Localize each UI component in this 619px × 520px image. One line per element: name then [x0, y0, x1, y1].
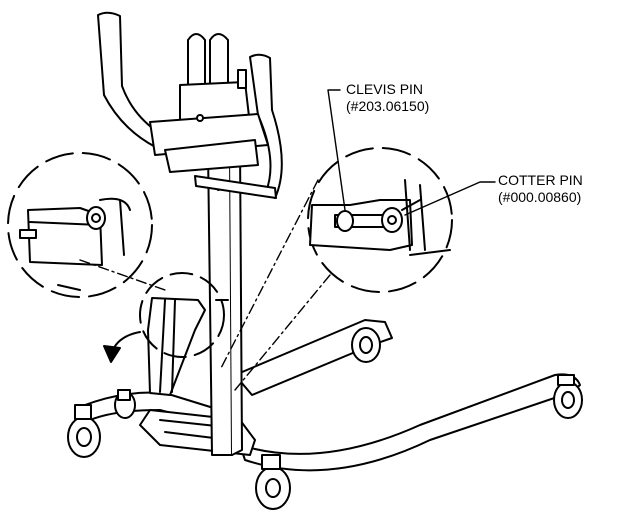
- detail-circle-left: [7, 152, 153, 298]
- clevis-pin-callout: CLEVIS PIN (#203.06150): [346, 81, 429, 115]
- caster-rear-right: [351, 327, 381, 363]
- clevis-pin-part-number: (#203.06150): [346, 98, 430, 114]
- caster-front-right: [553, 374, 583, 419]
- rotation-arrow: [103, 331, 141, 363]
- clevis-pin-label: CLEVIS PIN: [346, 81, 424, 97]
- mast: [207, 145, 243, 456]
- detail-circle-right: [307, 147, 453, 293]
- leader-lines: [79, 89, 496, 391]
- cotter-pin-part-number: (#000.00860): [498, 189, 582, 205]
- caster-front-center: [255, 454, 291, 510]
- cotter-pin-callout: COTTER PIN (#000.00860): [498, 172, 583, 206]
- caster-front-left: [67, 404, 101, 458]
- handles: [97, 11, 283, 199]
- actuator: [147, 297, 206, 396]
- caster-rear-left: [114, 389, 136, 419]
- caster-wheels: [67, 327, 583, 510]
- cotter-pin-label: COTTER PIN: [498, 172, 583, 188]
- detail-circle-actuator: [139, 272, 225, 358]
- lift-head: [149, 33, 269, 173]
